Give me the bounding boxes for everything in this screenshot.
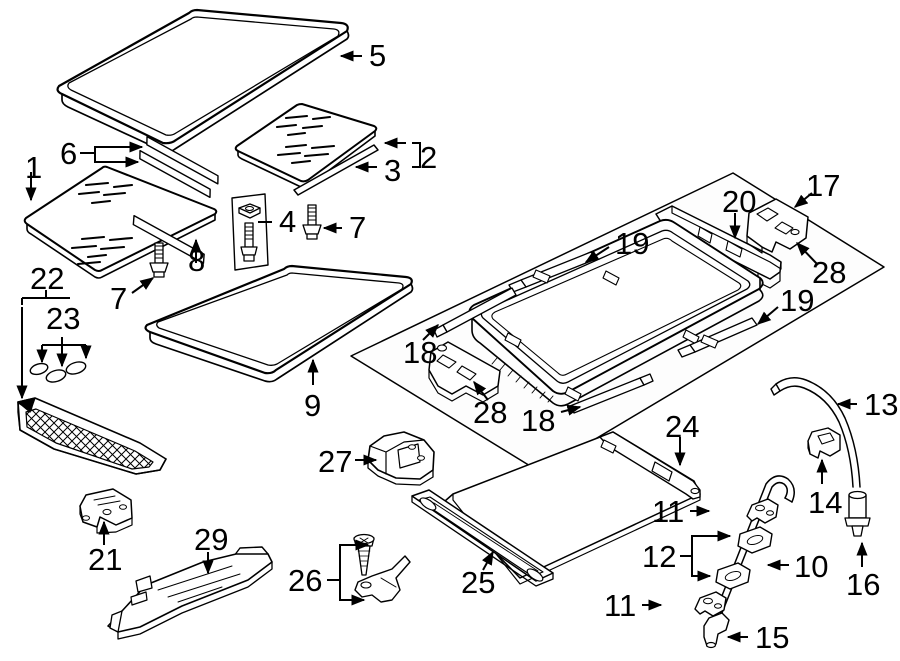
callout-28-left: 28	[473, 395, 508, 430]
callout-4: 4	[279, 204, 297, 239]
part-29-sunshade-handle-trim	[107, 546, 273, 640]
leader-18b	[560, 404, 582, 416]
callout-28-right: 28	[812, 255, 847, 290]
glass-hatch-marks-1	[70, 181, 134, 266]
callout-25: 25	[461, 565, 496, 600]
callout-15: 15	[755, 620, 790, 655]
leader-18a	[422, 324, 439, 341]
leader-19a	[584, 246, 610, 263]
callout-23: 23	[46, 301, 81, 336]
part-2-glass-panel-upper-right	[234, 103, 378, 189]
leader-28l	[473, 380, 489, 401]
callout-14: 14	[808, 485, 843, 520]
leader-28r	[796, 241, 819, 266]
leader-25	[481, 550, 494, 571]
callout-18-left: 18	[403, 335, 438, 370]
part-4-nut-and-bolt-kit	[231, 193, 269, 271]
part-22-wind-deflector-mesh	[17, 397, 167, 475]
callout-1: 1	[25, 150, 43, 185]
callout-29: 29	[194, 522, 229, 557]
part-8-seal-strip	[132, 214, 205, 264]
part-20-frame-crossmember	[655, 205, 782, 289]
leader-23-bracket	[41, 337, 87, 358]
part-11-hose-clip-upper	[746, 498, 779, 524]
part-15-hose-nipple	[703, 612, 730, 649]
callout-24: 24	[665, 409, 700, 444]
part-12-hose-clip-b	[715, 562, 751, 590]
leader-7b	[131, 277, 155, 294]
callout-5: 5	[369, 38, 387, 73]
leader-19b	[756, 306, 779, 325]
callout-22: 22	[30, 261, 65, 296]
part-16-grommet	[844, 490, 871, 537]
part-5-sunroof-glass-panel-large	[56, 8, 350, 153]
leader-6-bracket	[80, 146, 130, 163]
callout-2: 2	[420, 140, 438, 175]
part-9-sunroof-glass-panel-second	[144, 264, 414, 383]
part-14-hose-elbow-bracket	[807, 427, 841, 459]
part-12-hose-clip-a	[737, 526, 773, 554]
part-19-cable-guide-lower	[677, 317, 758, 358]
callout-16: 16	[846, 567, 881, 602]
part-25-guide-rail	[411, 489, 554, 587]
leader-12-bracket	[680, 535, 716, 577]
part-27-sunroof-motor	[367, 431, 435, 486]
callout-17: 17	[806, 168, 841, 203]
glass-hatch-marks-2	[275, 114, 336, 165]
part-1-glass-panel-left	[23, 165, 218, 279]
leader-22-bracket	[21, 290, 70, 305]
callout-9: 9	[304, 388, 322, 423]
callout-26: 26	[288, 563, 323, 598]
leader-17	[793, 192, 813, 208]
callout-27: 27	[318, 444, 353, 479]
callout-12: 12	[642, 539, 677, 574]
callout-7-lower: 7	[110, 281, 128, 316]
callout-20: 20	[722, 184, 757, 219]
leader-2-3-bracket	[412, 142, 421, 168]
part-24-sunshade-end-stop	[599, 431, 701, 500]
part-7-bolt-lower	[149, 242, 169, 278]
callout-11-lower: 11	[604, 588, 637, 623]
callout-8: 8	[188, 243, 206, 278]
callout-13: 13	[864, 387, 899, 422]
callout-11-upper: 11	[652, 494, 685, 529]
part-6-seal-strips-pair	[139, 135, 219, 199]
part-28-motor-bracket-right	[746, 198, 809, 254]
callout-3: 3	[384, 153, 402, 188]
callout-7-upper: 7	[349, 210, 367, 245]
part-23-deflector-clips	[29, 361, 87, 383]
part-3-seal-strip-upper-right	[293, 144, 379, 196]
callout-18-right: 18	[521, 403, 556, 438]
part-21-trim-bracket	[79, 488, 133, 534]
callout-10: 10	[794, 549, 829, 584]
callout-19-lower: 19	[780, 283, 815, 318]
callout-6: 6	[60, 136, 78, 171]
part-7-bolt-upper	[302, 204, 322, 240]
callout-19-upper: 19	[615, 226, 650, 261]
callout-21: 21	[88, 542, 123, 577]
part-13-drain-hose-front	[770, 377, 861, 488]
leader-26-bracket	[327, 544, 360, 601]
